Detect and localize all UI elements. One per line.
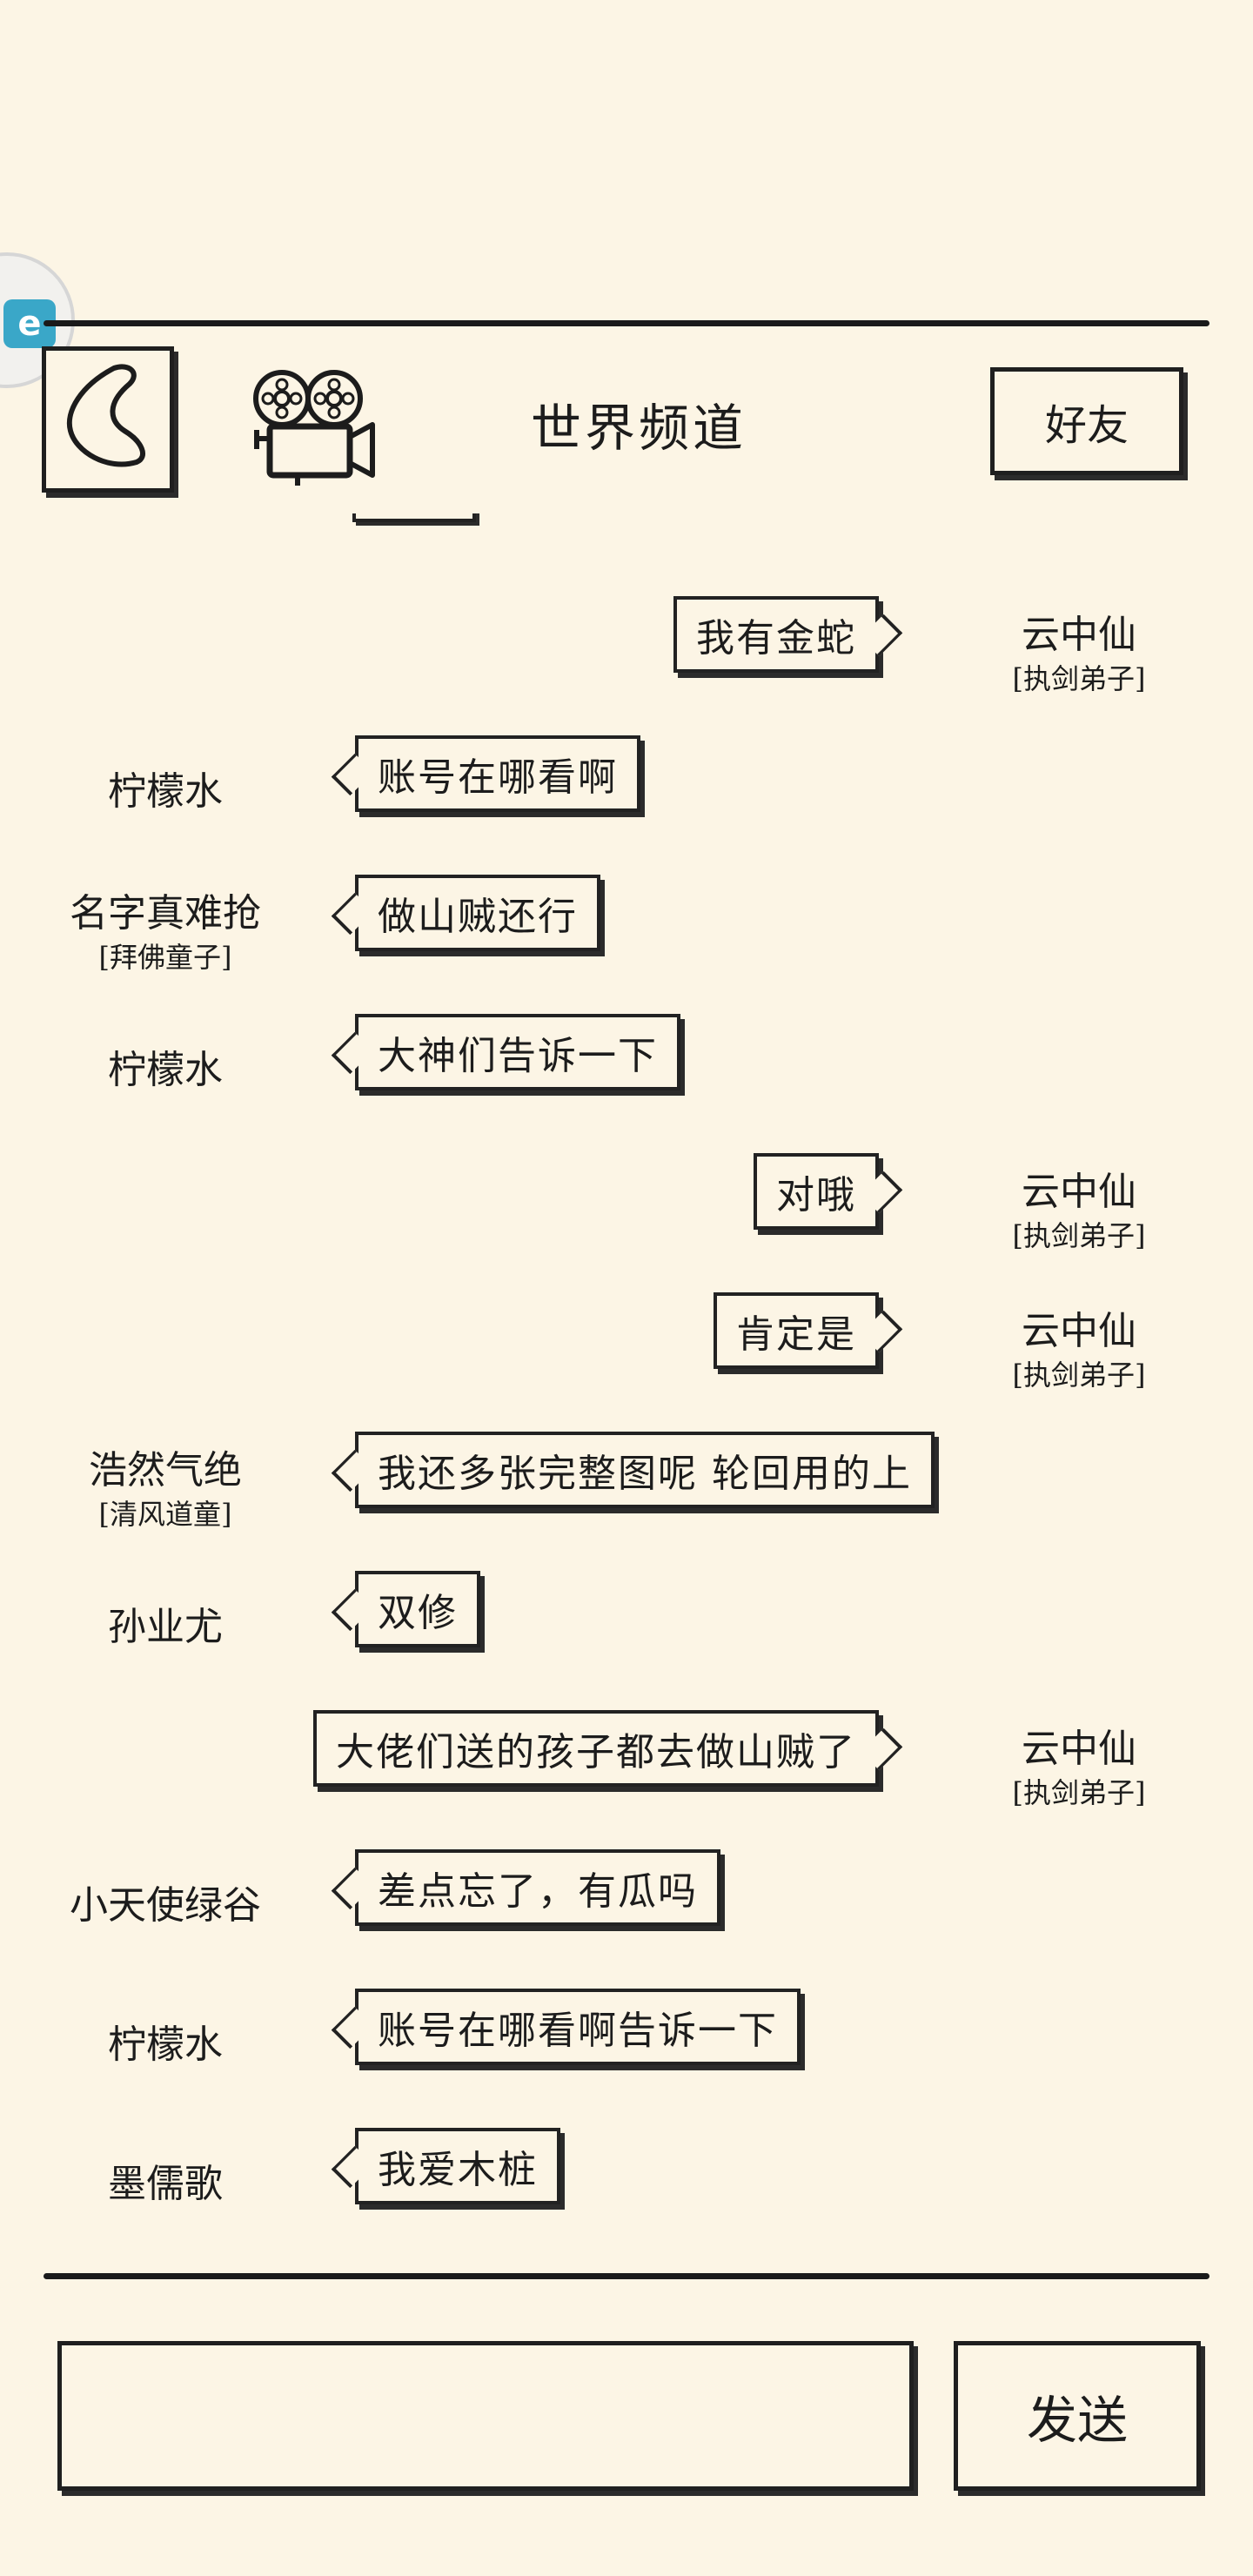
sender-name[interactable]: 浩然气绝 — [89, 1448, 242, 1493]
message-text: 双修 — [378, 1591, 458, 1635]
chat-message-list[interactable]: 我有金蛇云中仙[执剑弟子]账号在哪看啊柠檬水做山贼还行名字真难抢[拜佛童子]大神… — [0, 513, 1253, 2245]
message-bubble[interactable]: 做山贼还行 — [331, 875, 600, 951]
message-input-box[interactable] — [57, 2341, 914, 2491]
bubble-tail — [331, 1867, 374, 1910]
message-text: 大佬们送的孩子都去做山贼了 — [336, 1730, 856, 1774]
message-text: 对哦 — [776, 1173, 856, 1218]
bubble-tail — [860, 1171, 903, 1214]
bubble-tail — [860, 1310, 903, 1353]
message-text: 我爱木桩 — [378, 2148, 538, 2192]
message-text: 我还多张完整图呢 轮回用的上 — [378, 1452, 912, 1496]
sender-rank: [拜佛童子] — [98, 941, 232, 974]
message-bubble[interactable]: 大佬们送的孩子都去做山贼了 — [313, 1710, 903, 1787]
message-text: 肯定是 — [736, 1312, 856, 1357]
back-button[interactable] — [42, 346, 174, 493]
bubble-tail — [331, 2006, 374, 2049]
bubble-tail — [331, 1449, 374, 1493]
movie-camera-icon[interactable] — [245, 364, 381, 494]
channel-title: 世界频道 — [531, 399, 747, 458]
friends-button[interactable]: 好友 — [990, 367, 1183, 475]
message-bubble[interactable]: 账号在哪看啊告诉一下 — [331, 1989, 801, 2065]
sender-name[interactable]: 柠檬水 — [108, 769, 223, 814]
bubble-tail — [860, 1727, 903, 1771]
bubble-tail — [331, 1031, 374, 1075]
sender-name[interactable]: 孙业尤 — [108, 1605, 223, 1649]
message-bubble[interactable]: 大神们告诉一下 — [331, 1014, 680, 1090]
sender-name[interactable]: 云中仙 — [1022, 1727, 1136, 1771]
message-text: 我有金蛇 — [696, 616, 856, 661]
message-bubble[interactable]: 对哦 — [754, 1153, 903, 1230]
composer-top-rule — [44, 2273, 1209, 2279]
sender-rank: [执剑弟子] — [1012, 1219, 1146, 1252]
message-text: 差点忘了，有瓜吗 — [378, 1869, 698, 1914]
message-bubble[interactable]: 肯定是 — [714, 1292, 903, 1369]
message-bubble[interactable]: 差点忘了，有瓜吗 — [331, 1849, 720, 1926]
bubble-tail — [331, 2145, 374, 2189]
bubble-tail — [331, 753, 374, 796]
message-bubble[interactable]: 我爱木桩 — [331, 2128, 560, 2204]
header-top-rule — [44, 320, 1209, 326]
partial-message-bubble — [352, 513, 476, 522]
message-text: 大神们告诉一下 — [378, 1034, 658, 1078]
send-button-label: 发送 — [1026, 2391, 1128, 2450]
message-text: 账号在哪看啊 — [378, 755, 618, 800]
sender-name[interactable]: 云中仙 — [1022, 1170, 1136, 1214]
message-bubble[interactable]: 双修 — [331, 1571, 480, 1647]
sender-name[interactable]: 柠檬水 — [108, 2023, 223, 2067]
bubble-tail — [331, 1588, 374, 1632]
message-bubble[interactable]: 我有金蛇 — [673, 596, 903, 673]
sender-name[interactable]: 柠檬水 — [108, 1048, 223, 1092]
friends-button-label: 好友 — [1044, 401, 1129, 450]
sender-name[interactable]: 小天使绿谷 — [70, 1883, 261, 1928]
message-bubble[interactable]: 我还多张完整图呢 轮回用的上 — [331, 1432, 935, 1508]
back-chevron-icon — [66, 364, 145, 467]
message-text: 账号在哪看啊告诉一下 — [378, 2009, 778, 2053]
sender-name[interactable]: 名字真难抢 — [70, 891, 261, 936]
sender-rank: [执剑弟子] — [1012, 1358, 1146, 1392]
sender-name[interactable]: 墨儒歌 — [108, 2162, 223, 2206]
sender-name[interactable]: 云中仙 — [1022, 1309, 1136, 1353]
message-text: 做山贼还行 — [378, 895, 578, 939]
message-input[interactable] — [83, 2345, 888, 2486]
send-button[interactable]: 发送 — [954, 2341, 1201, 2491]
sender-name[interactable]: 云中仙 — [1022, 613, 1136, 657]
sender-rank: [执剑弟子] — [1012, 1776, 1146, 1809]
sender-rank: [执剑弟子] — [1012, 662, 1146, 695]
bubble-tail — [860, 614, 903, 657]
message-bubble[interactable]: 账号在哪看啊 — [331, 735, 640, 812]
bubble-tail — [331, 892, 374, 936]
sender-rank: [清风道童] — [98, 1498, 232, 1531]
